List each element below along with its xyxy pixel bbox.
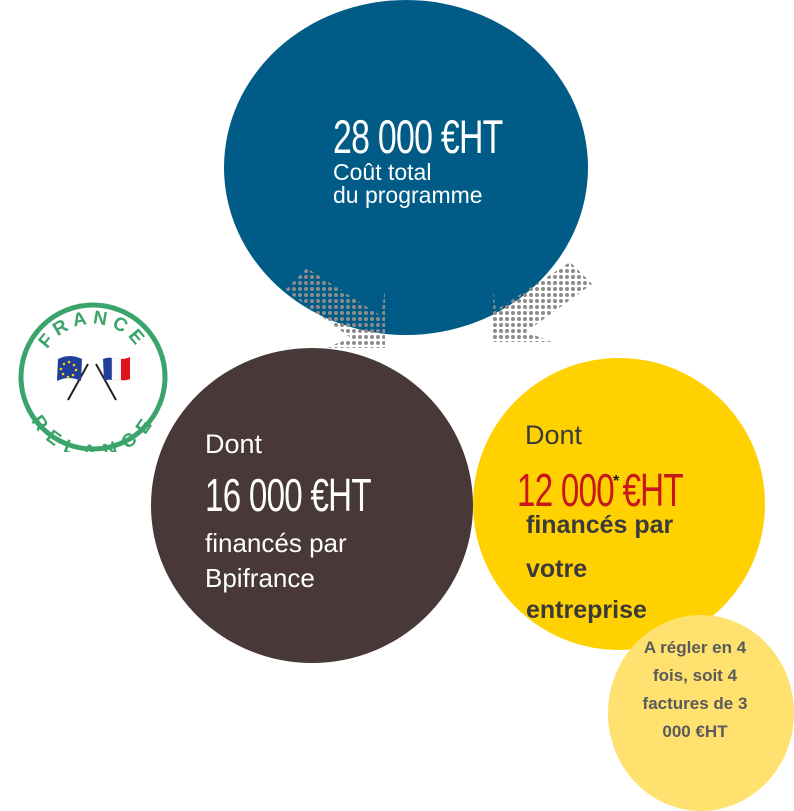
bpifrance-label-line2: Bpifrance [205,563,315,593]
france-relance-logo: FRANCE RELANCE [18,302,168,452]
payment-note: A régler en 4 fois, soit 4 factures de 3… [642,638,748,741]
total-amount: 28 000 €HT [333,110,503,163]
arrow-down-right-icon [492,262,592,342]
company-label-line2: votre [526,555,588,583]
company-label-line1: financés par [526,511,674,539]
total-label-line2: du programme [333,182,483,208]
bpifrance-dont: Dont [205,429,263,459]
total-label-line1: Coût total [333,159,432,185]
french-flag-icon [103,357,130,381]
company-dont: Dont [525,420,583,450]
total-cost-circle [224,0,588,335]
company-amount: 12 000 €HT [517,464,684,516]
payment-note-circle [608,615,794,811]
company-label-line3: entreprise [526,596,647,624]
arrow-down-left-icon [285,268,385,348]
bpifrance-amount: 16 000 €HT [205,469,372,521]
bpifrance-label-line1: financés par [205,528,347,558]
company-circle [473,358,765,650]
bpifrance-circle [151,348,473,663]
company-asterisk: * [613,473,620,490]
